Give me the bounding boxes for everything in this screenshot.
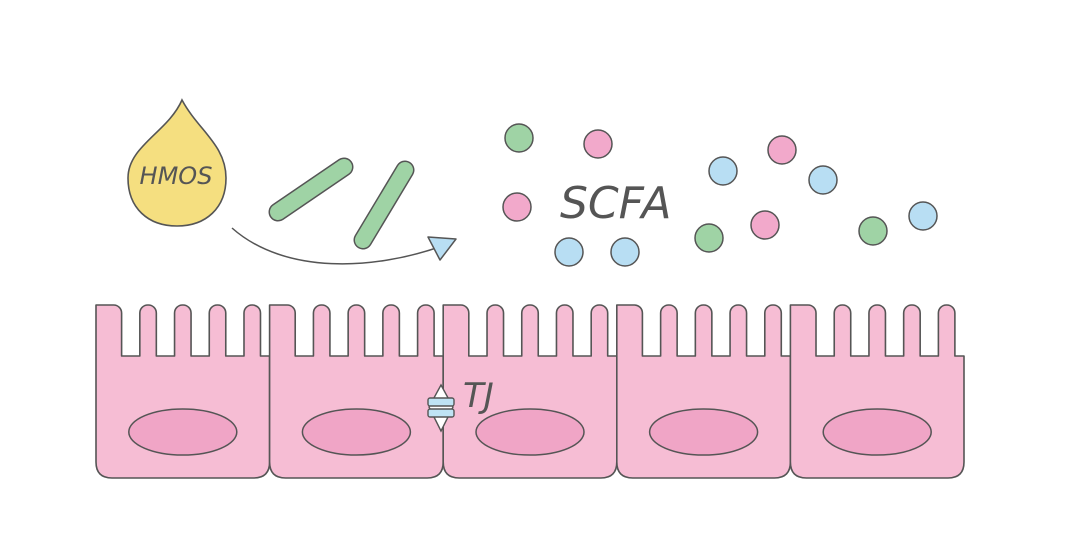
scfa-molecule [610,237,640,267]
arrow-head-icon [427,236,457,261]
scfa-molecule [502,192,532,222]
junction-protein-bottom [427,408,455,418]
scfa-molecule [554,237,584,267]
cell-nucleus [648,408,759,456]
hmos-droplet: HMOS [127,98,227,227]
scfa-label: SCFA [560,178,671,229]
hmos-drop-icon [127,98,227,227]
scfa-molecule [504,123,534,153]
arrow-curve [231,227,443,265]
tj-label: TJ [463,376,494,416]
bacterium-1-fill [270,159,352,220]
scfa-molecule [808,165,838,195]
epithelial-cell-layer [95,304,965,479]
tight-junction: TJ [427,376,494,433]
scfa-molecule [694,223,724,253]
scfa-molecule [858,216,888,246]
scfa-molecule [767,135,797,165]
fermentation-arrow [231,227,457,265]
scfa-molecule [583,129,613,159]
scfa-molecule [750,210,780,240]
scfa-molecule [708,156,738,186]
junction-protein-top [427,397,455,407]
cell-nucleus [475,408,585,456]
bacterium-2-fill [355,162,413,248]
cell-nucleus [128,408,238,456]
scfa-molecule [908,201,938,231]
cell-nucleus [822,408,932,456]
bacteria-group [268,157,415,250]
hmos-label: HMOS [140,162,213,190]
scfa-molecules [502,123,938,267]
cell-nucleus [301,408,412,456]
